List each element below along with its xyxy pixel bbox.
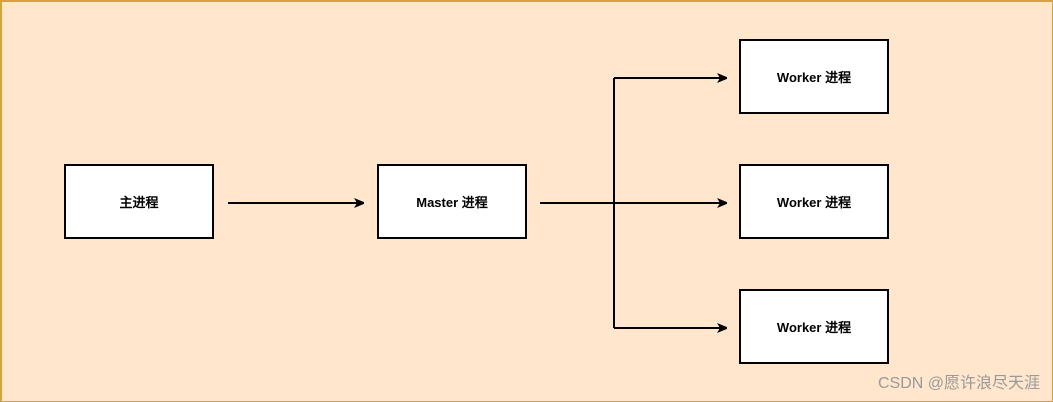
master-process-node: Master 进程	[377, 164, 527, 239]
main-process-node: 主进程	[64, 164, 214, 239]
worker-process-node-3: Worker 进程	[739, 289, 889, 364]
worker-process-node-1: Worker 进程	[739, 39, 889, 114]
watermark: CSDN @愿许浪尽天涯	[877, 375, 1040, 392]
worker-process-node-2: Worker 进程	[739, 164, 889, 239]
